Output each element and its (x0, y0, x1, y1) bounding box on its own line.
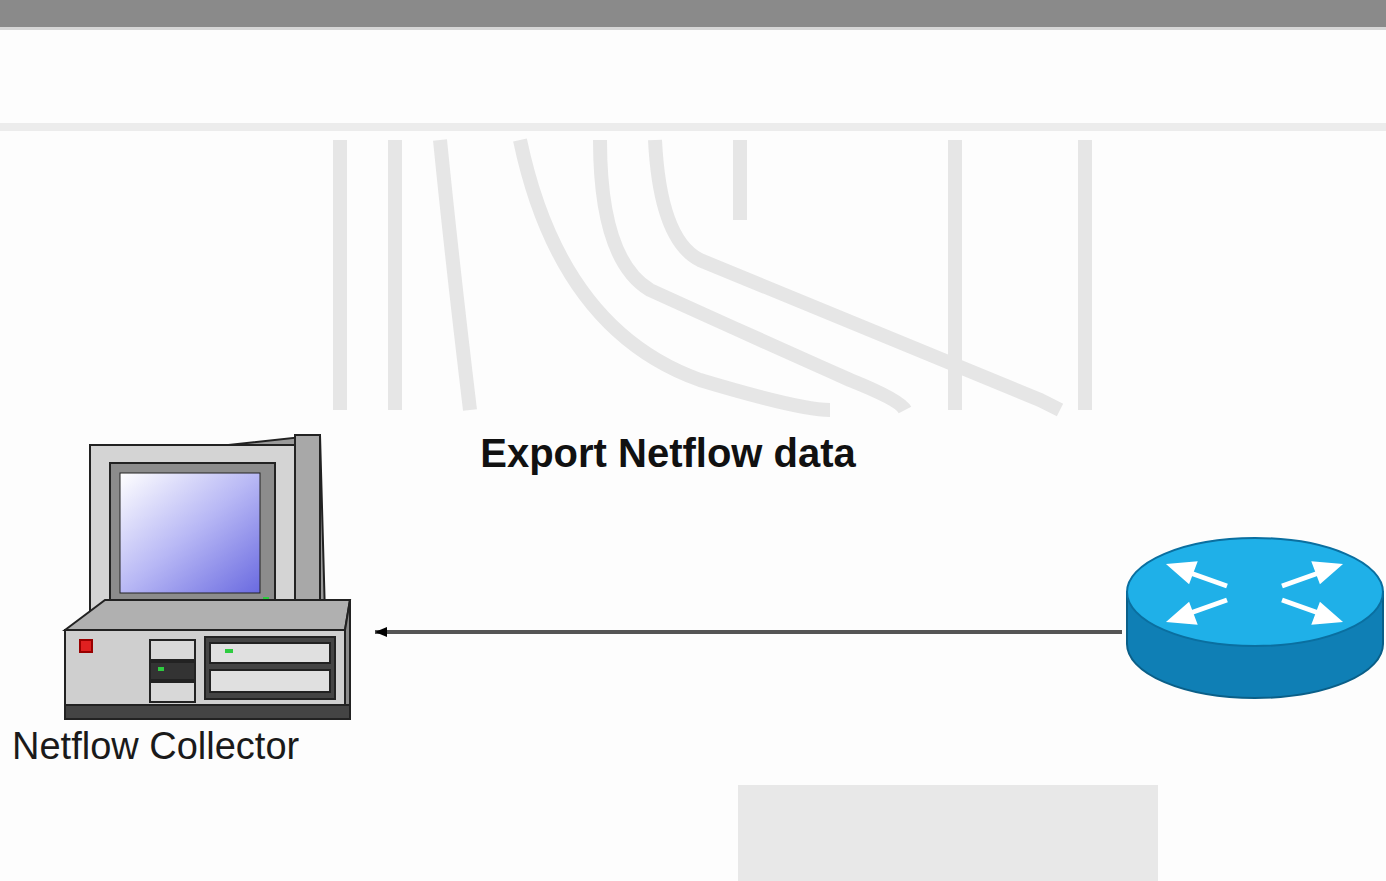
rule-line (0, 123, 1386, 131)
router-icon (1122, 530, 1384, 705)
export-arrow (375, 630, 1122, 634)
top-bar (0, 0, 1386, 27)
router-symbol (1122, 530, 1384, 705)
watermark (340, 140, 1085, 410)
collector-computer: Netflow Collector (10, 425, 375, 785)
top-bar-edge (0, 27, 1386, 30)
grey-panel (738, 785, 1158, 881)
edge-label: Export Netflow data (478, 418, 858, 488)
node-label: Netflow Collector (12, 725, 299, 768)
